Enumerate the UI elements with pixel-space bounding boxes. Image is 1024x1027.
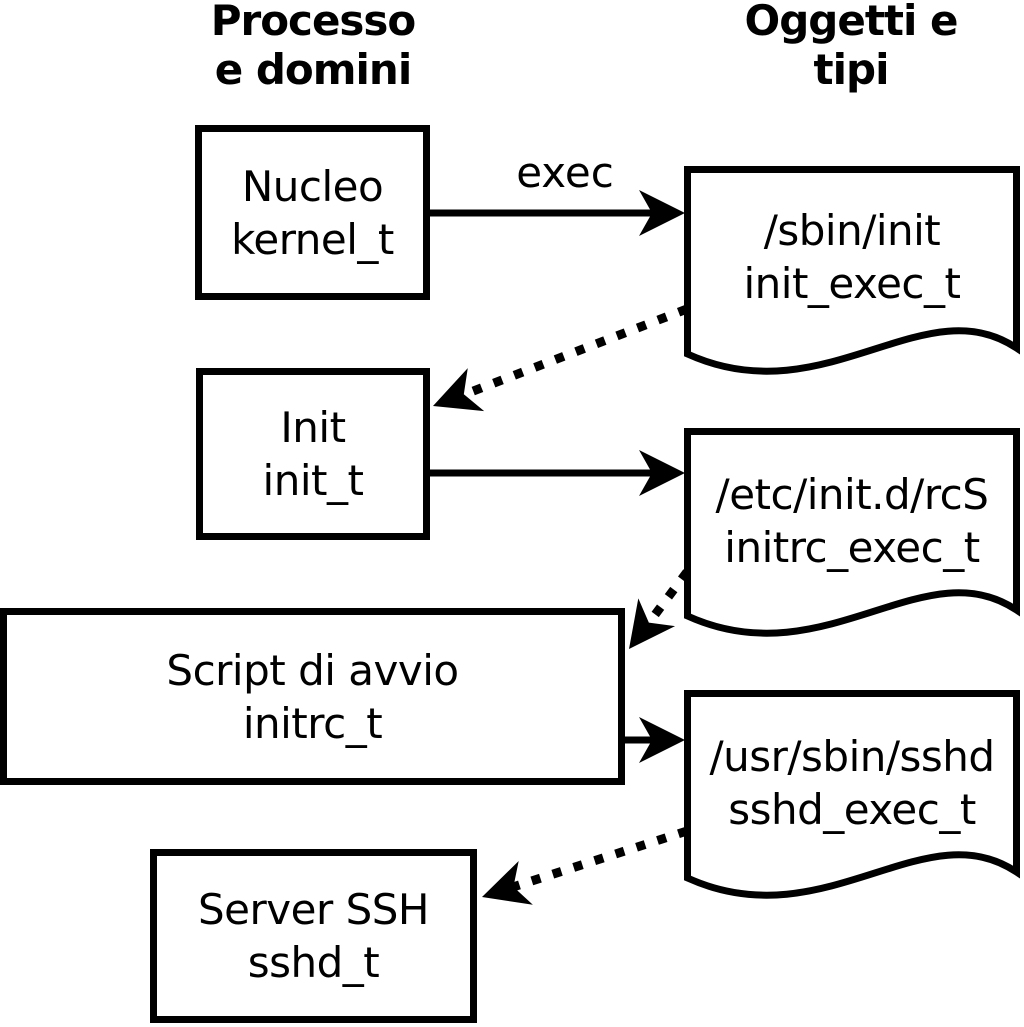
process-box-kernel: Nucleo kernel_t bbox=[195, 125, 430, 300]
object-type: sshd_exec_t bbox=[728, 784, 976, 834]
object-path: /sbin/init bbox=[763, 206, 941, 255]
process-domain: kernel_t bbox=[231, 214, 394, 264]
process-name: Script di avvio bbox=[166, 645, 459, 695]
dotted-arrow-init-exec-to-init bbox=[433, 304, 689, 412]
object-path: /usr/sbin/sshd bbox=[709, 731, 995, 781]
process-domain: initrc_t bbox=[242, 698, 383, 748]
process-name: Init bbox=[280, 403, 346, 452]
object-label-initrc-exec: /etc/init.d/rcS initrc_exec_t bbox=[684, 428, 1020, 613]
column-header-processes: Processo e domini bbox=[210, 0, 417, 94]
exec-arrow-initrc-to-sshd-exec bbox=[620, 717, 685, 763]
process-box-init: Init init_t bbox=[196, 368, 430, 540]
process-domain: init_t bbox=[262, 456, 364, 505]
exec-arrow-init-to-initrc-exec bbox=[428, 450, 685, 496]
process-domain: sshd_t bbox=[247, 938, 380, 987]
object-label-sshd-exec: /usr/sbin/sshd sshd_exec_t bbox=[684, 690, 1020, 875]
exec-arrow-label: exec bbox=[516, 148, 614, 197]
object-label-init-exec: /sbin/init init_exec_t bbox=[684, 166, 1020, 348]
object-type: initrc_exec_t bbox=[724, 522, 980, 572]
process-name: Server SSH bbox=[198, 885, 429, 934]
process-box-sshd: Server SSH sshd_t bbox=[150, 849, 477, 1023]
column-header-objects: Oggetti e tipi bbox=[744, 0, 959, 94]
object-path: /etc/init.d/rcS bbox=[715, 469, 989, 519]
process-box-initrc: Script di avvio initrc_t bbox=[0, 608, 625, 785]
process-name: Nucleo bbox=[241, 161, 384, 211]
dotted-arrow-sshd-exec-to-sshd bbox=[482, 826, 689, 905]
object-type: init_exec_t bbox=[743, 259, 962, 308]
